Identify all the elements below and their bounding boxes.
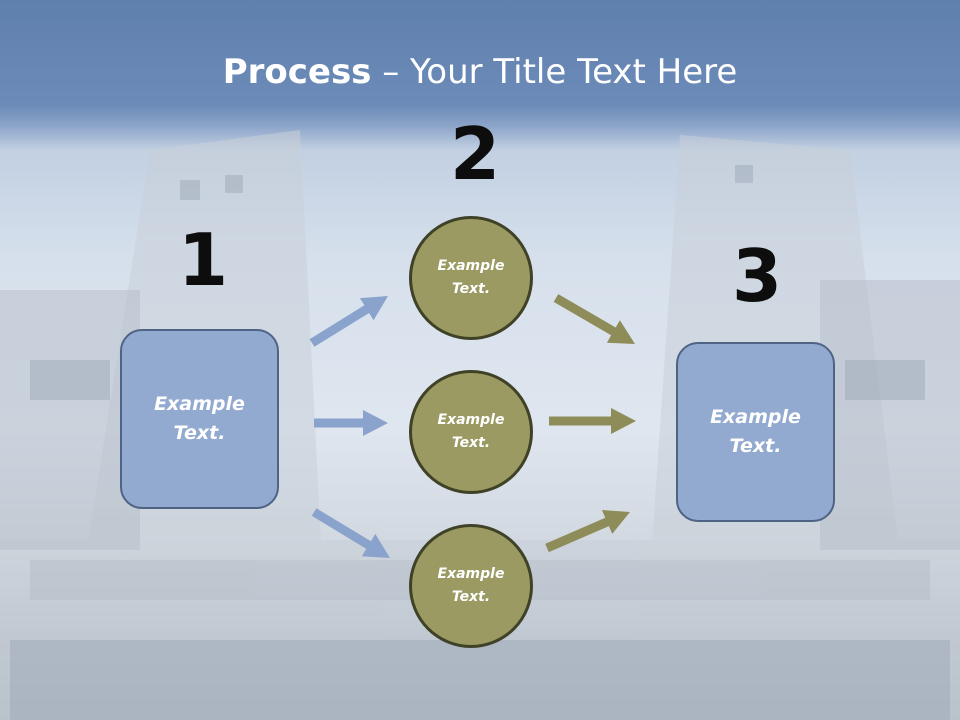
circle-middle-line2: Text.	[451, 435, 491, 451]
left-process-box[interactable]: Example Text.	[120, 329, 279, 509]
process-circle-top[interactable]: Example Text.	[409, 216, 533, 340]
circle-middle-line1: Example	[437, 412, 505, 428]
arrow-circle-bottom-to-box	[545, 510, 630, 553]
circle-bottom-line2: Text.	[451, 589, 491, 605]
right-box-line1: Example	[710, 406, 801, 428]
slide-title: Process – Your Title Text Here	[0, 52, 960, 92]
circle-top-line1: Example	[437, 258, 505, 274]
arrow-circle-middle-to-box	[549, 408, 636, 434]
step-number-3: 3	[732, 234, 783, 318]
title-rest: – Your Title Text Here	[371, 52, 738, 92]
arrow-box-to-circle-middle	[314, 410, 388, 436]
left-box-line2: Text.	[173, 422, 226, 444]
circle-top-line2: Text.	[451, 281, 491, 297]
circle-bottom-line1: Example	[437, 566, 505, 582]
process-circle-middle[interactable]: Example Text.	[409, 370, 533, 494]
right-process-box[interactable]: Example Text.	[676, 342, 835, 522]
process-circle-bottom[interactable]: Example Text.	[409, 524, 533, 648]
arrow-box-to-circle-bottom	[311, 508, 390, 558]
arrow-circle-top-to-box	[553, 294, 635, 344]
arrow-box-to-circle-top	[309, 296, 388, 347]
left-box-line1: Example	[154, 393, 245, 415]
title-bold: Process	[222, 52, 372, 92]
step-number-1: 1	[178, 218, 229, 302]
right-box-line2: Text.	[729, 435, 782, 457]
step-number-2: 2	[450, 112, 501, 196]
